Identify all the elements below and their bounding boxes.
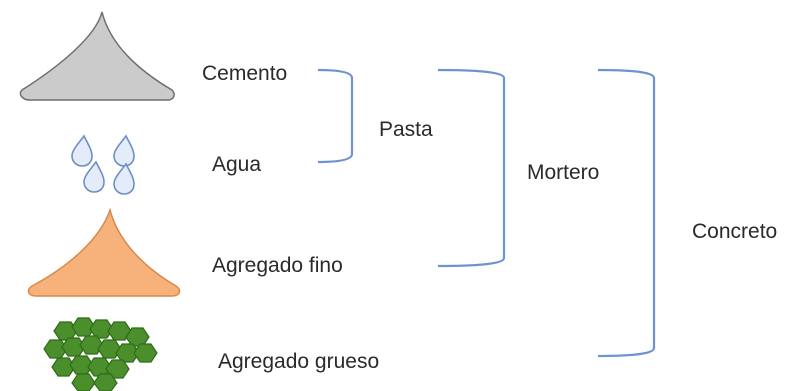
gravel-stone [79,335,104,355]
water-drop [71,134,93,167]
water-drops-icon [71,134,135,195]
mortar-label: Mortero [527,161,600,184]
gravel-stone [97,339,122,359]
cement-label: Cemento [202,62,288,85]
concrete-bracket [597,68,656,358]
water-drop [113,162,135,195]
mortar-bracket [437,68,506,268]
gravel-stone [133,343,158,363]
cement-pile-icon [19,11,175,101]
gravel-stone [51,357,76,377]
paste-bracket [317,68,354,164]
gravel-stone [93,373,118,391]
gravel-stone [89,319,114,339]
gravel-stone [105,359,130,379]
coarse-aggregate-label: Agregado grueso [218,350,380,373]
water-label: Agua [212,153,262,176]
water-drop [113,134,135,167]
gravel-stone [107,321,132,341]
paste-label: Pasta [379,118,433,141]
gravel-stone [71,373,96,391]
fine-aggregate-pile-icon [27,207,181,297]
coarse-aggregate-icon [43,317,158,391]
water-drop [83,160,105,193]
concrete-label: Concreto [692,220,778,243]
fine-aggregate-label: Agregado fino [212,254,343,277]
gravel-stone [115,343,140,363]
